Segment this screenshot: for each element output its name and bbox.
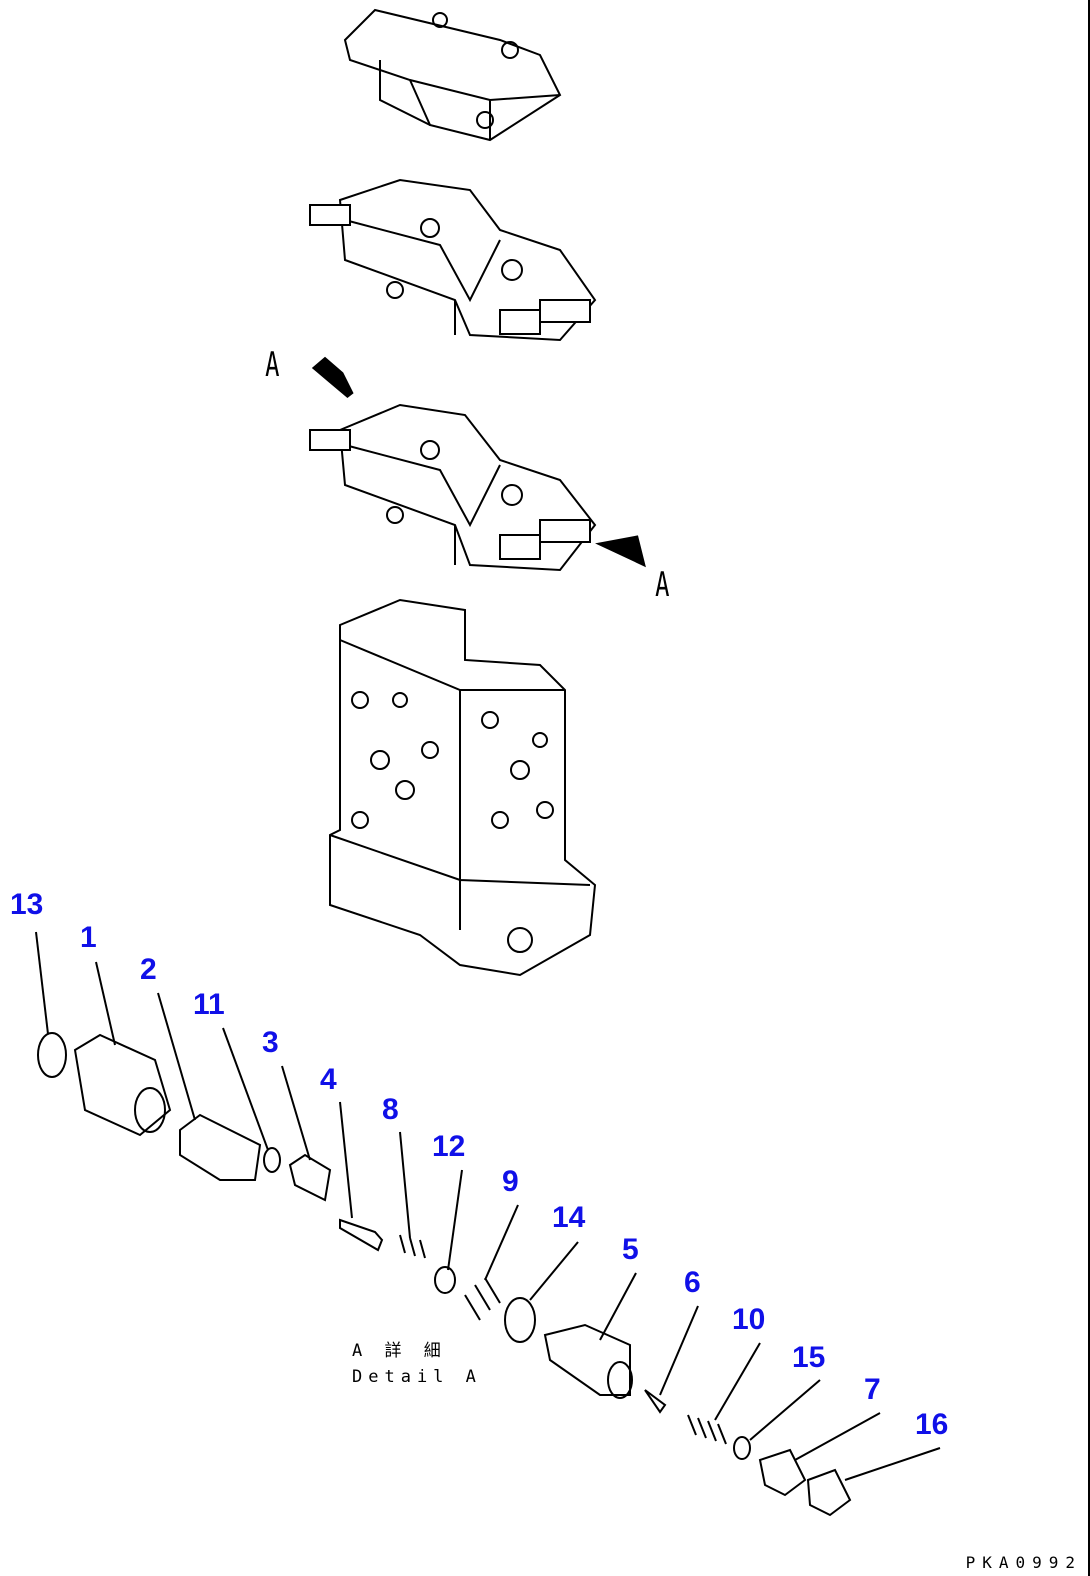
valve-section-3 (309, 403, 597, 572)
callout-15: 15 (792, 1341, 826, 1374)
detail-caption-english: Detail A (352, 1367, 482, 1387)
callout-16: 16 (915, 1408, 949, 1441)
leader-lines (35, 931, 941, 1481)
callout-4: 4 (320, 1063, 337, 1096)
detail-caption: A 詳 細 Detail A (352, 1338, 482, 1390)
callout-3: 3 (262, 1026, 279, 1059)
callout-7: 7 (864, 1373, 881, 1406)
callout-9: 9 (502, 1165, 519, 1198)
arrow-a-lower (595, 535, 646, 568)
callout-5: 5 (622, 1233, 639, 1266)
arrow-a-upper (311, 356, 354, 399)
callout-13: 13 (10, 888, 44, 921)
callout-6: 6 (684, 1266, 701, 1299)
callout-10: 10 (732, 1303, 766, 1336)
valve-cover-top (343, 8, 562, 142)
callout-2: 2 (140, 953, 157, 986)
callout-14: 14 (552, 1201, 586, 1234)
callout-11: 11 (193, 988, 225, 1021)
view-marker-a-upper: A (265, 345, 280, 385)
valve-section-2 (309, 178, 597, 342)
view-marker-a-lower: A (655, 565, 670, 605)
drawing-code: PKA0992 (965, 1553, 1082, 1572)
callout-8: 8 (382, 1093, 399, 1126)
callout-1: 1 (80, 921, 97, 954)
detail-caption-japanese: A 詳 細 (352, 1341, 447, 1361)
detail-a-parts (37, 1032, 852, 1517)
main-valve-block (329, 598, 597, 977)
callout-12: 12 (432, 1130, 466, 1163)
